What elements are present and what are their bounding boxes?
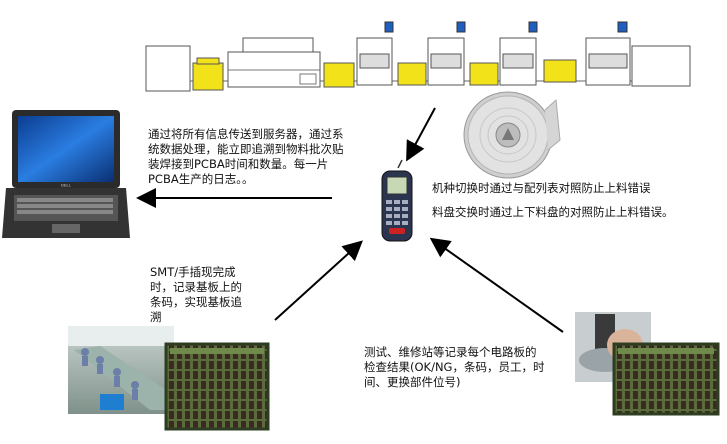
production-line: [145, 21, 691, 92]
arrows: [136, 107, 564, 333]
test-description: 测试、维修站等记录每个电路板的 检查结果(OK/NG，条码，员工，时 间、更换部…: [364, 345, 545, 389]
server-description: 通过将所有信息传送到服务器，通过系 统数据处理，能立即追溯到物料批次贴 装焊接到…: [148, 127, 344, 186]
component-reel-icon: [463, 91, 561, 179]
assembly-line-photo: [68, 326, 174, 414]
smt-description: SMT/手插现完成 时，记录基板上的 条码，实现基板追 溯: [150, 265, 242, 324]
pcb-board-photo: [164, 342, 270, 431]
machine-change-check: 机种切换时通过与配列表对照防止上料错误: [432, 181, 651, 195]
inspection-photo: [575, 312, 720, 416]
reel-change-check: 料盘交换时通过上下料盘的对照防止上料错误。: [432, 205, 674, 219]
arrow-test-to-scanner: [429, 237, 564, 333]
barcode-scanner-icon: [381, 159, 413, 242]
arrow-line-to-scanner: [406, 107, 436, 162]
laptop-icon: DELL: [2, 110, 130, 238]
laptop-brand: DELL: [61, 183, 72, 188]
arrow-smt-to-scanner: [274, 240, 363, 321]
